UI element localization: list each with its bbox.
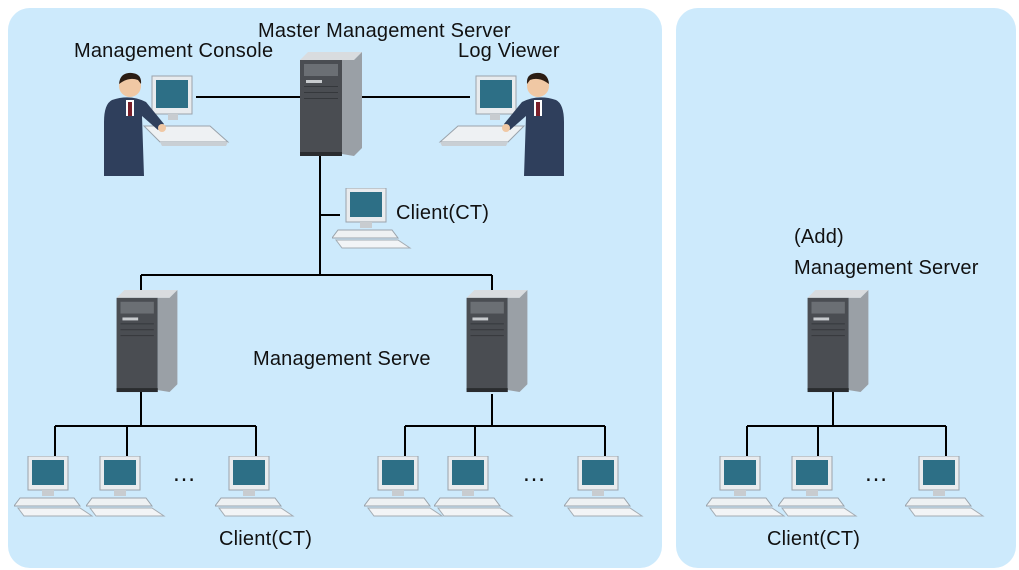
client-icon xyxy=(86,456,165,517)
add-label: (Add) xyxy=(794,226,844,248)
ellipsis: … xyxy=(522,460,547,487)
master-server-icon xyxy=(300,52,362,156)
client-left-label: Client(CT) xyxy=(219,528,313,550)
client-icon xyxy=(215,456,294,517)
client-icon xyxy=(564,456,643,517)
management-server-left-icon xyxy=(116,290,178,393)
client-icon xyxy=(778,456,857,517)
log-viewer-label: Log Viewer xyxy=(458,40,560,62)
management-server-right-icon xyxy=(466,290,528,393)
log-viewer-person-icon xyxy=(439,72,565,176)
client-top-label: Client(CT) xyxy=(396,202,490,224)
additional-management-server-label: Management Server xyxy=(794,257,979,279)
client-icon xyxy=(706,456,785,517)
ellipsis: … xyxy=(172,460,197,487)
client-icon xyxy=(434,456,513,517)
client-icon xyxy=(905,456,984,517)
management-server-label: Management Serve xyxy=(253,348,431,370)
client-icon xyxy=(364,456,443,517)
client-right-label: Client(CT) xyxy=(767,528,861,550)
client-icon xyxy=(14,456,93,517)
management-console-person-icon xyxy=(103,72,229,176)
ellipsis: … xyxy=(864,460,889,487)
management-console-label: Management Console xyxy=(74,40,274,62)
master-server-label: Master Management Server xyxy=(258,20,511,42)
additional-management-server-icon xyxy=(807,290,869,393)
